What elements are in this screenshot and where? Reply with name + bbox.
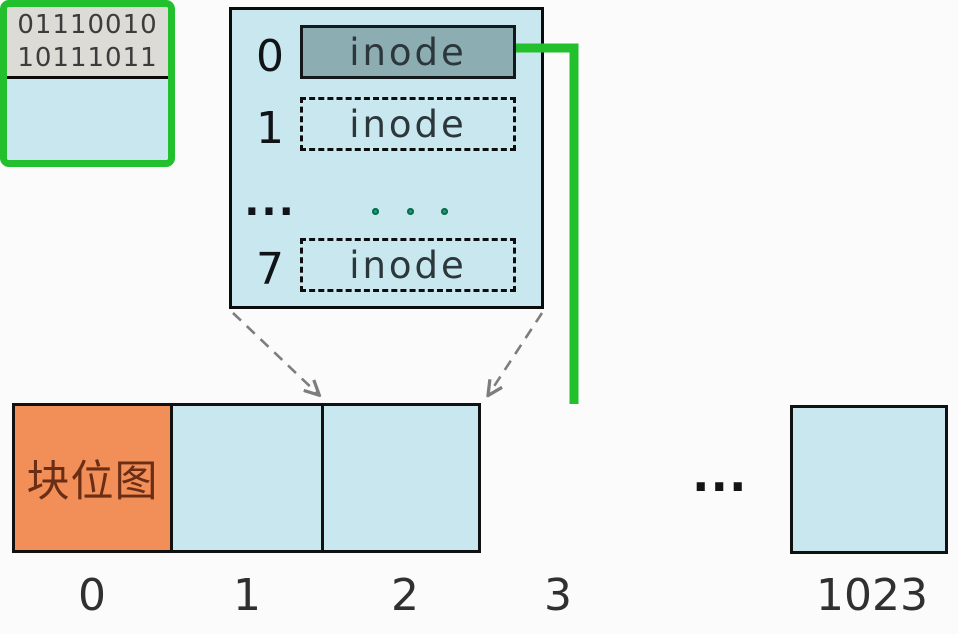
- inode-entry-1[interactable]: inode: [300, 97, 516, 151]
- inode-row-index-0: 0: [256, 31, 284, 82]
- inode-entry-7[interactable]: inode: [300, 238, 516, 292]
- inode-entry-0[interactable]: inode: [300, 25, 516, 79]
- inode-row-index-1: 1: [256, 103, 284, 154]
- block-3-empty-area: [7, 79, 168, 160]
- disk-block-0-bitmap[interactable]: 块位图: [12, 403, 173, 553]
- inode-row-index-7: 7: [256, 244, 284, 295]
- zoom-guide-left-line: [232, 312, 318, 394]
- block-3-binary-section: 01110010 10111011: [7, 7, 168, 79]
- inode-index-ellipsis: ...: [244, 179, 296, 225]
- disk-block-3-highlighted[interactable]: 01110010 10111011: [0, 0, 175, 167]
- block-label-1023: 1023: [816, 570, 928, 621]
- inode-table-box: 0 inode 1 inode ... 7 inode: [229, 7, 544, 309]
- block-label-0: 0: [78, 570, 106, 621]
- block-label-2: 2: [391, 570, 419, 621]
- block-label-1: 1: [233, 570, 261, 621]
- block-row-ellipsis: ...: [692, 448, 748, 502]
- disk-block-1[interactable]: [170, 403, 324, 553]
- block-label-3: 3: [544, 570, 572, 621]
- binary-line-1: 01110010: [17, 9, 158, 40]
- teal-dot-icon: [372, 208, 379, 215]
- zoom-guide-right-line: [489, 312, 544, 394]
- teal-dot-icon: [441, 208, 448, 215]
- binary-line-2: 10111011: [17, 42, 158, 73]
- disk-block-1023[interactable]: [790, 405, 948, 554]
- disk-block-2[interactable]: [321, 403, 481, 553]
- teal-dot-icon: [406, 208, 414, 215]
- inode-list-ellipsis-dots: [372, 208, 448, 215]
